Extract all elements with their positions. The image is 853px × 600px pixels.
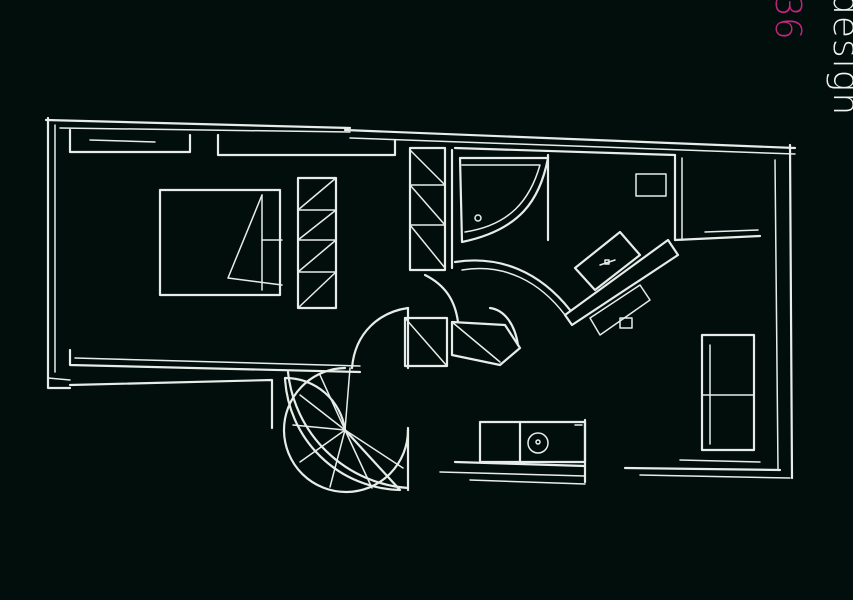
- bathtub: [458, 156, 550, 244]
- desk: [563, 238, 680, 336]
- sofa: [700, 333, 756, 452]
- door-swing-bath: [423, 273, 520, 347]
- storage-unit: [403, 316, 522, 368]
- shelving-unit: [408, 146, 454, 272]
- design36-logo: 36 design: [760, 0, 853, 150]
- kitchen-counter: [478, 420, 587, 464]
- logo-word-text: design: [825, 0, 853, 117]
- outer-walls: [44, 116, 797, 485]
- spiral-staircase: [282, 366, 410, 494]
- sink-vanity: [573, 230, 642, 292]
- door-swing-stairs: [350, 306, 410, 370]
- bathroom-wall: [453, 146, 762, 242]
- curved-wall: [453, 259, 572, 316]
- wardrobe: [296, 176, 338, 310]
- logo-word: design: [825, 0, 853, 116]
- logo-number: 36: [767, 0, 808, 40]
- bed: [158, 188, 283, 297]
